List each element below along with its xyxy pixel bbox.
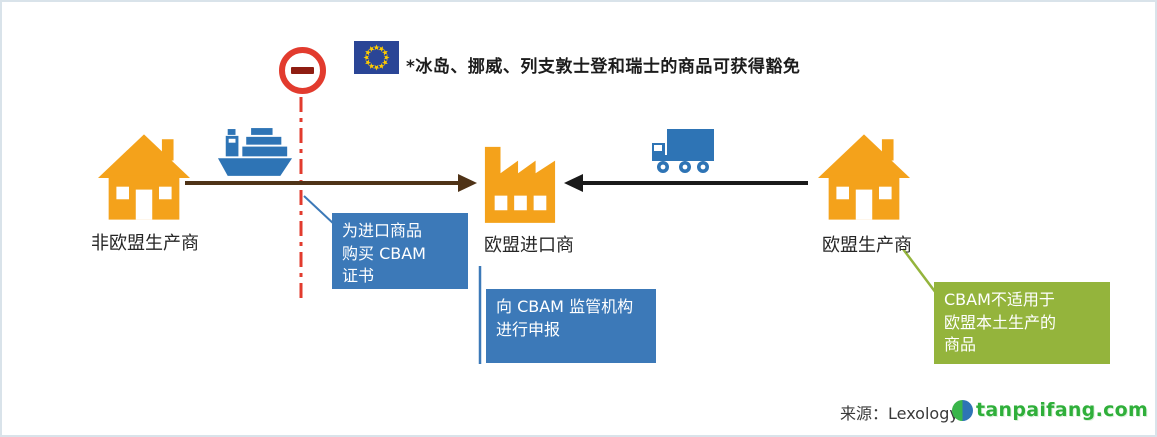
eu-flag-icon bbox=[354, 41, 399, 74]
not-applicable-callout: CBAM不适用于 欧盟本土生产的 商品 bbox=[934, 282, 1110, 364]
truck-icon bbox=[650, 128, 716, 174]
watermark-text: tanpaifang.com bbox=[976, 399, 1149, 421]
no-entry-bar bbox=[291, 67, 314, 74]
declare-callout: 向 CBAM 监管机构 进行申报 bbox=[486, 289, 656, 363]
eu-producer-house-icon bbox=[818, 133, 910, 221]
eu-importer-label: 欧盟进口商 bbox=[484, 235, 574, 256]
non-eu-producer-label: 非欧盟生产商 bbox=[91, 233, 199, 254]
domestic-flow-arrow-head bbox=[564, 174, 583, 192]
cargo-ship-icon bbox=[216, 122, 294, 179]
buy-certificate-callout: 为进口商品 购买 CBAM 证书 bbox=[332, 213, 468, 289]
no-entry-icon bbox=[279, 47, 326, 94]
exemption-note: *冰岛、挪威、列支敦士登和瑞士的商品可获得豁免 bbox=[406, 57, 801, 77]
eu-producer-label: 欧盟生产商 bbox=[822, 235, 912, 256]
import-flow-arrow-head bbox=[458, 174, 477, 192]
watermark: tanpaifang.com bbox=[952, 399, 1148, 421]
tanpaifang-logo-icon bbox=[952, 399, 973, 421]
eu-importer-factory-icon bbox=[482, 140, 558, 224]
source-credit: 来源：Lexology bbox=[840, 404, 959, 423]
non-eu-producer-house-icon bbox=[98, 133, 190, 221]
buy-certificate-connector-line bbox=[303, 195, 336, 226]
